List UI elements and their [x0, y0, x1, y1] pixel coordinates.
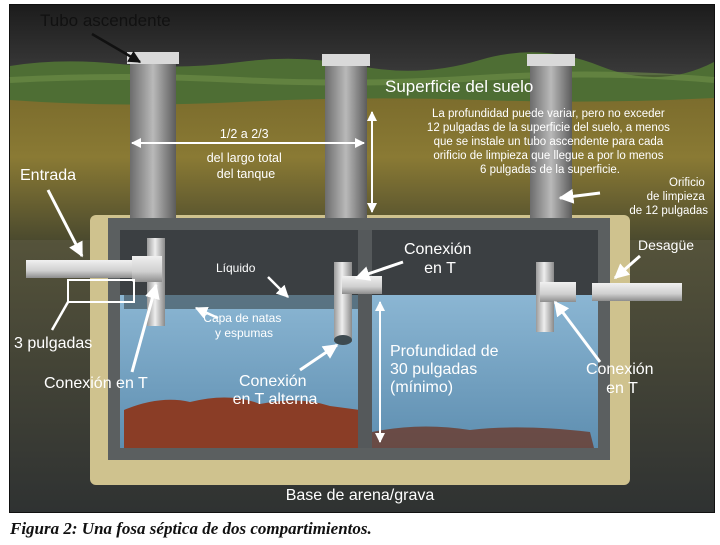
tee-alternate-pointer — [299, 343, 339, 372]
scum-pointer — [194, 306, 219, 320]
tee-alternate-label: Conexión en T alterna — [233, 373, 318, 408]
three-inches-label: 3 pulgadas — [14, 335, 92, 352]
outlet-label: Desagüe — [638, 237, 694, 253]
cleanout-label: Orificio de limpieza de 12 pulgadas — [629, 177, 708, 217]
tee-outlet-label: Conexión en T — [586, 361, 658, 397]
middle-tee — [334, 262, 352, 342]
scum-layer — [124, 295, 360, 309]
figure-caption: Figura 2: Una fosa séptica de dos compar… — [9, 519, 372, 538]
tee-inlet-pointer — [130, 283, 160, 373]
riser-right-cap — [527, 54, 575, 66]
ground-surface-label: Superficie del suelo — [385, 77, 533, 96]
middle-tee-cross — [342, 276, 382, 294]
tee-outlet-pointer — [553, 300, 602, 363]
scum-label: Capa de natas y espumas — [203, 311, 284, 340]
riser-middle-cap — [322, 54, 370, 66]
liquid-label: Líquido — [216, 261, 256, 275]
tank-fraction-label: 1/2 a 2/3 del largo total del tanque — [207, 127, 286, 181]
tee-middle-label: Conexión en T — [404, 241, 476, 277]
inlet-pointer — [46, 189, 84, 258]
riser-pointer — [91, 32, 142, 64]
inlet-pipe — [26, 260, 138, 278]
riser-label: Tubo ascendente — [40, 11, 171, 30]
riser-left — [130, 60, 176, 218]
riser-middle — [325, 62, 367, 218]
tee-inlet-label: Conexión en T — [44, 375, 148, 392]
outlet-pointer — [613, 254, 641, 280]
depth-min-label: Profundidad de 30 pulgadas (mínimo) — [390, 343, 503, 396]
base-label: Base de arena/grava — [286, 487, 435, 504]
sludge-right — [372, 426, 594, 448]
sludge — [124, 397, 360, 448]
inlet-tee-elbow — [132, 256, 162, 282]
outlet-tee-elbow — [540, 282, 576, 302]
alternate-tee-opening — [334, 335, 352, 345]
inlet-label: Entrada — [20, 167, 76, 184]
three-inch-bracket — [67, 279, 135, 303]
divider-wall — [358, 230, 372, 448]
three-inch-pointer — [50, 301, 70, 331]
liquid-pointer — [267, 276, 289, 298]
outlet-pipe — [592, 283, 682, 301]
cleanout-pointer — [558, 188, 601, 204]
depth-note: La profundidad puede variar, pero no exc… — [427, 108, 673, 176]
tee-middle-pointer — [354, 260, 404, 281]
